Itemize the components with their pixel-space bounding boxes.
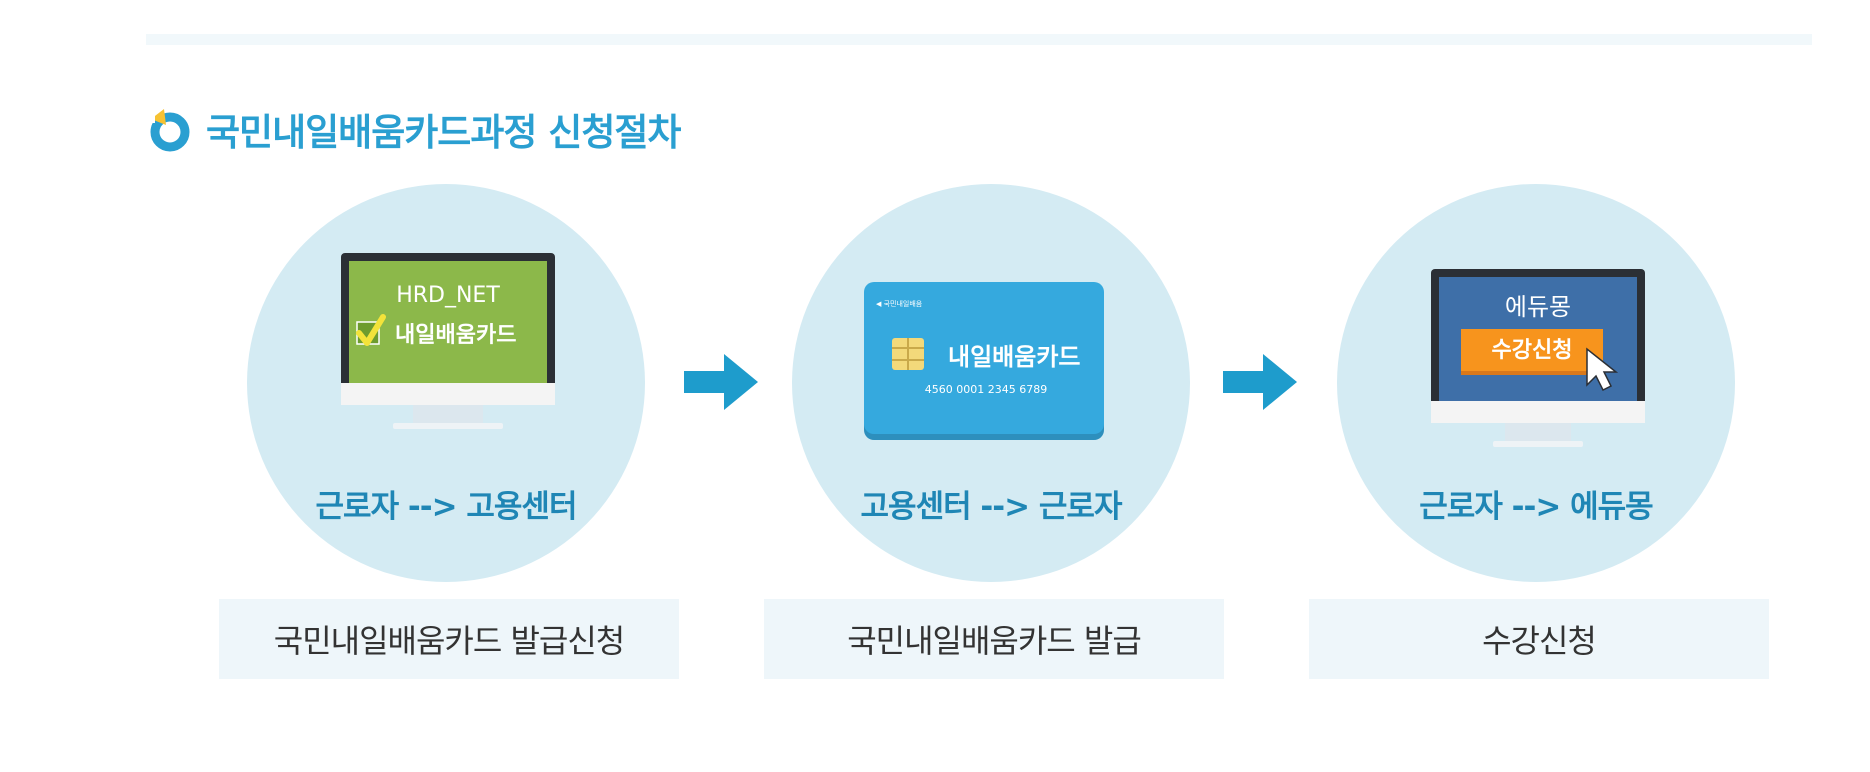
step-2-caption: 고용센터 --> 근로자	[860, 489, 1123, 525]
chip-icon	[892, 338, 924, 370]
card-number: 4560 0001 2345 6789	[925, 383, 1047, 396]
section-title: 국민내일배움카드과정 신청절차	[146, 103, 681, 155]
step-2-label-box: 국민내일배움카드 발급	[764, 599, 1224, 679]
step-1-label-box: 국민내일배움카드 발급신청	[219, 599, 679, 679]
apply-button-graphic: 수강신청	[1461, 329, 1603, 375]
monitor-icon: HRD_NET 내일배움카드	[341, 253, 555, 429]
step-3-label-box: 수강신청	[1309, 599, 1769, 679]
refresh-arrow-icon	[146, 109, 190, 152]
check-icon	[356, 314, 386, 346]
credit-card-icon: ◀ 국민내일배움 내일배움카드 4560 0001 2345 6789	[864, 282, 1104, 440]
monitor-line-2: 내일배움카드	[395, 323, 516, 348]
monitor-line-1: 에듀몽	[1505, 293, 1571, 321]
monitor-button-label: 수강신청	[1492, 338, 1573, 363]
step-1-label: 국민내일배움카드 발급신청	[273, 622, 625, 660]
card-title: 내일배움카드	[948, 343, 1080, 371]
step-2-label: 국민내일배움카드 발급	[847, 622, 1142, 660]
monitor-icon: 에듀몽 수강신청	[1431, 269, 1645, 447]
monitor-line-1: HRD_NET	[396, 283, 500, 308]
step-1-caption: 근로자 --> 고용센터	[315, 489, 578, 525]
page-title: 국민내일배움카드과정 신청절차	[206, 111, 681, 154]
step-3-label: 수강신청	[1482, 622, 1597, 660]
right-arrow-icon	[1223, 354, 1297, 410]
card-small-text: ◀ 국민내일배움	[876, 299, 923, 308]
top-divider	[146, 34, 1812, 45]
step-3-caption: 근로자 --> 에듀몽	[1419, 489, 1653, 525]
cursor-icon	[1586, 347, 1619, 392]
right-arrow-icon	[684, 354, 758, 410]
